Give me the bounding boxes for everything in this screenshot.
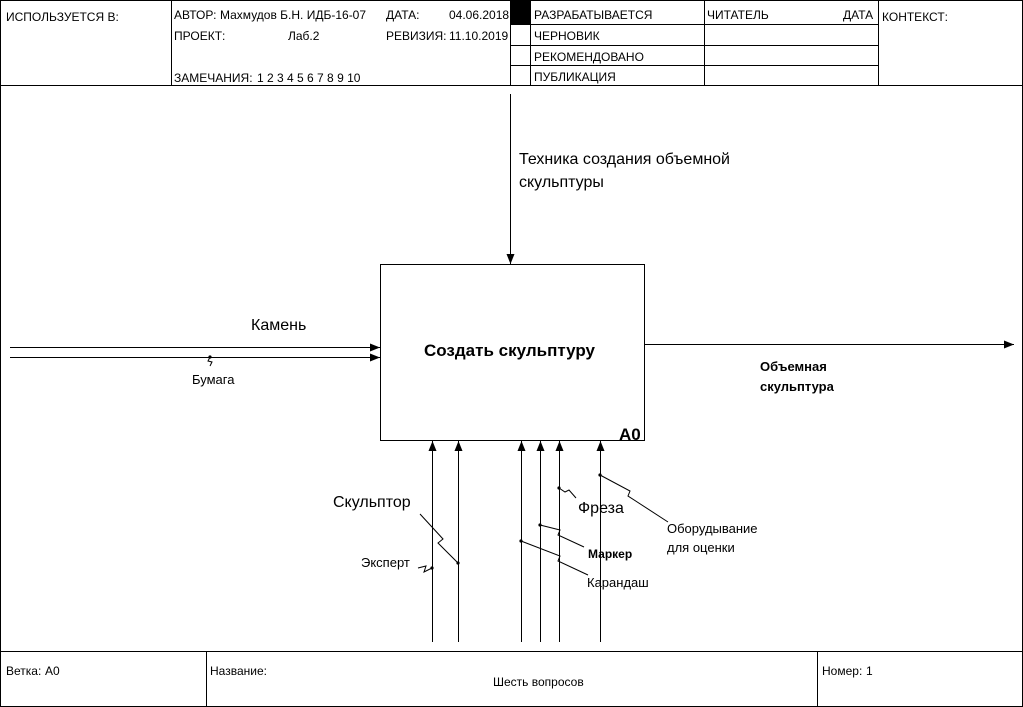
- control-label-line2: скульптуры: [519, 174, 604, 191]
- output-label-line1: Объемная: [760, 359, 827, 374]
- node-value: A0: [45, 664, 60, 678]
- used-in-label: ИСПОЛЬЗУЕТСЯ В:: [6, 10, 119, 24]
- revision-value: 11.10.2019: [449, 29, 509, 43]
- author-value: Махмудов Б.Н. ИДБ-16-07: [220, 8, 367, 22]
- node-label: Ветка:: [6, 664, 42, 678]
- function-box: [380, 264, 645, 441]
- input-label-stone: Камень: [251, 317, 307, 334]
- notes-value: 1 2 3 4 5 6 7 8 9 10: [257, 71, 361, 85]
- diagram-title: Шесть вопросов: [493, 675, 584, 689]
- date-value: 04.06.2018: [449, 8, 510, 22]
- mechanism-label-marker: Маркер: [588, 547, 633, 561]
- project-value: Лаб.2: [288, 29, 320, 43]
- status-draft: ЧЕРНОВИК: [534, 29, 600, 43]
- status-recommended: РЕКОМЕНДОВАНО: [534, 50, 644, 64]
- reader-label: ЧИТАТЕЛЬ: [707, 8, 769, 22]
- title-label: Название:: [210, 664, 267, 678]
- number-label: Номер:: [822, 664, 863, 678]
- project-label: ПРОЕКТ:: [174, 29, 226, 43]
- function-id: A0: [619, 425, 641, 444]
- output-label-line2: скульптура: [760, 379, 834, 394]
- input-label-paper: Бумага: [192, 372, 235, 387]
- number-value: 1: [866, 664, 873, 678]
- status-marker: [511, 1, 530, 24]
- control-label-line1: Техника создания объемной: [519, 151, 730, 168]
- context-label: КОНТЕКСТ:: [882, 10, 948, 24]
- reader-date-label: ДАТА: [843, 8, 874, 22]
- notes-label: ЗАМЕЧАНИЯ:: [174, 71, 253, 85]
- status-publication: ПУБЛИКАЦИЯ: [534, 70, 616, 84]
- mechanism-label-equipment-line2: для оценки: [667, 540, 735, 555]
- mechanism-label-mill: Фреза: [578, 500, 624, 517]
- mechanism-label-expert: Эксперт: [361, 555, 410, 570]
- mechanism-label-pencil: Карандаш: [587, 575, 649, 590]
- mechanism-label-equipment-line1: Оборудывание: [667, 521, 758, 536]
- revision-label: РЕВИЗИЯ:: [386, 29, 447, 43]
- author-label: АВТОР:: [174, 8, 217, 22]
- mechanism-label-sculptor: Скульптор: [333, 494, 411, 511]
- status-working: РАЗРАБАТЫВАЕТСЯ: [534, 8, 653, 22]
- function-name: Создать скульптуру: [424, 341, 595, 360]
- date-label: ДАТА:: [386, 8, 420, 22]
